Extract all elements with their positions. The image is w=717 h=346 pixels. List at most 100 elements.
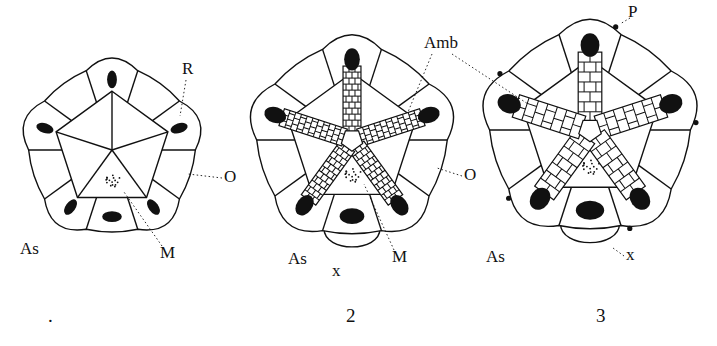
plate-suture [398,84,429,106]
leader-line [613,248,624,256]
ocular-pore [416,104,442,126]
part-label: P [628,3,637,21]
pore-dot [583,163,585,165]
pore-dot [109,179,111,181]
pore-dot [106,176,108,178]
pore-dot [591,163,593,165]
plate-suture [275,84,306,106]
ocular-pore [657,91,685,116]
part-label: O [224,168,236,186]
plate-suture [609,35,621,73]
leader-line [364,184,394,250]
ocular-pore [292,192,318,219]
part-label: R [182,60,193,78]
plate-suture [112,150,147,198]
ocular-pore [35,121,55,136]
part-label: As [486,248,505,266]
pore-dot [115,184,117,186]
pore-dot [344,173,346,175]
part-label: Amb [424,34,458,52]
pore-dot [345,176,347,178]
band-plates [512,95,586,139]
pore-dot [588,172,590,174]
leader-line [437,168,462,176]
leader-line [180,80,186,116]
pore-dot [106,177,108,179]
pore-dot [583,162,585,164]
leader-line [124,192,162,246]
madreporite [576,201,604,220]
ocular-pore [262,104,288,126]
pore-dot [360,171,362,173]
plate-suture [257,139,295,140]
plate-suture [152,179,179,199]
band-plates [343,66,361,132]
ambulacral-band [512,95,586,139]
band-outline [512,95,586,139]
plate-suture [323,194,335,230]
genital-pore [506,196,511,201]
plate-suture [86,198,96,230]
pore-dot [345,172,347,174]
pore-dot [593,171,595,173]
band-outline [279,109,347,146]
plate-suture [509,71,541,95]
disc-outline [483,19,697,229]
central-plate [579,120,601,141]
ocular-pore [525,184,554,214]
apical-disc [483,19,699,243]
pore-dot [106,182,108,184]
ocular-pore [625,184,654,214]
pore-dot [350,180,352,182]
genital-pore [497,71,502,76]
part-label: O [464,166,476,184]
pore-dot [346,171,348,173]
figure-number: 2 [346,306,356,326]
pore-dot [358,176,360,178]
pore-dot [352,179,354,181]
band-outline [578,52,602,122]
ambulacral-band [343,66,361,132]
central-plate [341,131,362,151]
pore-dot [583,164,585,166]
pore-dot [119,177,121,179]
plate-suture [45,179,72,199]
plate-suture [127,198,137,230]
band-outline [357,109,425,146]
plate-suture [490,129,530,130]
pore-dot [593,166,595,168]
part-label: x [626,246,635,264]
leader-line [452,54,528,104]
pore-dot [352,168,354,170]
genital-pore [693,120,698,125]
pore-dot [345,170,347,172]
ocular-pore [107,71,117,89]
plate-suture [152,101,179,121]
inner-boundary [56,91,168,197]
plate-suture [86,71,96,103]
pore-dot [353,171,355,173]
pore-dot [586,166,588,168]
figure-number: . [48,306,53,326]
pore-dot [593,173,595,175]
genital-pore [627,226,632,231]
part-label: As [288,250,307,268]
pore-dot [596,168,598,170]
figure-number: 3 [596,306,606,326]
pore-dot [348,174,350,176]
pore-dot [114,180,116,182]
ocular-pore [386,192,412,219]
plate-suture [639,71,671,95]
pore-dot [111,181,113,183]
madreporite [340,208,365,224]
pore-dot [351,176,353,178]
ocular-pore [61,197,79,217]
pore-dot [113,177,115,179]
plate-suture [398,174,429,196]
pore-dot [114,186,116,188]
ambulacral-band [578,52,602,122]
plate-suture [323,49,335,85]
plate-suture [275,174,306,196]
pore-dot [583,168,585,170]
